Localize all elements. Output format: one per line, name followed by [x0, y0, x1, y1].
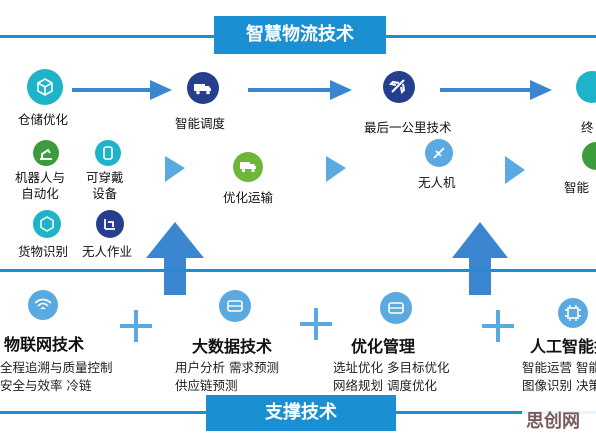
node-dispatch-label: 智能调度 — [175, 116, 226, 131]
arrow-1 — [72, 80, 172, 100]
watermark-logo: 思创网 — [522, 403, 596, 435]
plane-icon — [383, 71, 415, 103]
arrow-3 — [440, 80, 552, 100]
branch-wearable-label: 可穿戴设备 — [86, 170, 124, 201]
smart-icon — [582, 142, 596, 170]
flow-arrows — [72, 80, 552, 184]
arrow-2 — [248, 80, 352, 100]
support-iot-line2: 安全与效率 冷链 — [0, 378, 92, 393]
warehouse-icon — [27, 69, 63, 105]
branch-smart-label: 智能 — [564, 180, 590, 195]
branch-transport-label: 优化运输 — [223, 190, 274, 205]
node-lastmile-label: 最后一公里技术 — [364, 120, 452, 135]
chevron-1 — [165, 156, 185, 182]
wearable-icon — [95, 140, 121, 166]
support-ai-line2: 图像识别 决策 — [522, 378, 596, 393]
forklift-icon — [96, 210, 124, 238]
database-icon — [219, 290, 251, 322]
up-arrow-right — [452, 222, 508, 295]
chip-icon — [558, 298, 588, 328]
node-end-label: 终 — [581, 120, 594, 135]
support-iot-title: 物联网技术 — [4, 335, 85, 354]
plus-icon-1 — [120, 310, 152, 342]
plus-signs — [120, 308, 514, 342]
plus-icon-3 — [482, 310, 514, 342]
drone-icon — [425, 139, 453, 167]
plus-icon-2 — [300, 308, 332, 340]
watermark-text: 思创网 — [526, 411, 580, 432]
support-optimize-line1: 选址优化 多目标优化 — [333, 360, 450, 375]
middle-divider — [0, 269, 596, 272]
chevron-2 — [326, 156, 346, 182]
branch-drone-label: 无人机 — [418, 175, 456, 190]
wifi-icon — [28, 290, 58, 320]
branch-unmanned-op-label: 无人作业 — [82, 244, 133, 259]
node-warehouse-label: 仓储优化 — [18, 112, 69, 127]
support-optimize-line2: 网络规划 调度优化 — [333, 378, 437, 393]
up-arrow-left — [146, 222, 204, 295]
delivery-truck-icon — [233, 152, 263, 182]
support-ai-line1: 智能运营 智能 — [522, 360, 596, 375]
support-bigdata-line1: 用户分析 需求预测 — [175, 360, 279, 375]
truck-icon — [187, 72, 219, 104]
bottom-banner: 支撑技术 — [206, 395, 396, 431]
chevron-3 — [505, 156, 525, 184]
branch-cargo-label: 货物识别 — [18, 244, 69, 259]
management-icon — [380, 292, 412, 324]
support-optimize-title: 优化管理 — [351, 337, 416, 356]
support-bigdata-title: 大数据技术 — [192, 337, 273, 356]
top-banner: 智慧物流技术 — [214, 16, 386, 54]
support-bigdata-line2: 供应链预测 — [175, 378, 238, 393]
up-arrows — [146, 222, 508, 295]
cargo-id-icon — [33, 210, 61, 238]
support-iot-line1: 全程追溯与质量控制 — [0, 360, 113, 375]
end-node-icon — [576, 71, 596, 103]
branch-robot-label: 机器人与自动化 — [15, 170, 66, 201]
support-ai-title: 人工智能技 — [530, 337, 596, 356]
robot-icon — [33, 140, 59, 166]
